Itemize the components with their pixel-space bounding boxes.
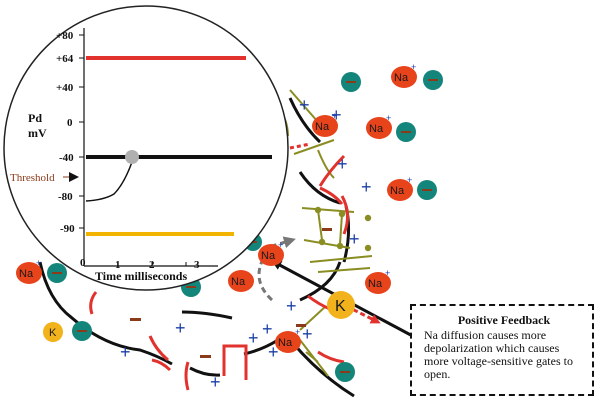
svg-text:K: K (335, 298, 346, 315)
anion (341, 72, 361, 92)
plus-sign: + (120, 342, 131, 362)
sodium-ion: Na+ (275, 327, 301, 353)
svg-text:Na: Na (315, 121, 330, 133)
svg-text:+: + (295, 327, 300, 337)
sodium-ion: Na+ (387, 175, 413, 201)
anion (423, 70, 443, 90)
channel-hinges (314, 206, 372, 252)
anion (72, 321, 92, 341)
sodium-ion: Na+ (258, 240, 284, 266)
plus-sign: + (299, 95, 310, 115)
gate-door (222, 344, 248, 380)
svg-text:Na: Na (278, 337, 293, 349)
potassium-efflux-arrow (345, 304, 381, 324)
potassium-ion-large: K (327, 291, 355, 319)
plus-sign: + (248, 328, 259, 348)
sodium-ion: Na+ (312, 111, 338, 137)
svg-text:+: + (386, 113, 391, 123)
anion (417, 180, 437, 200)
callout-body: Na diffusion causes more depolarization … (424, 328, 573, 381)
x-axis-title: Time milliseconds (95, 269, 187, 283)
plus-sign: + (349, 229, 360, 249)
plus-sign: + (331, 105, 342, 125)
threshold-point (125, 150, 139, 164)
svg-text:+: + (36, 258, 41, 268)
x-tick-label: 3 (194, 259, 200, 271)
y-tick-label: +40 (56, 82, 74, 94)
membrane-potential-graph: +80 +64 +40 0 -40 -80 -90 0 1 2 3 Pd mV … (3, 5, 289, 291)
sodium-channel-arrow (289, 142, 311, 150)
y-tick-label: -80 (58, 191, 73, 203)
sodium-ion: Na (228, 270, 254, 292)
sodium-ion: Na+ (16, 258, 42, 284)
sodium-ion: Na+ (391, 62, 417, 88)
plus-sign: + (268, 342, 279, 362)
threshold-label: Threshold (10, 172, 55, 184)
plus-sign: + (175, 318, 186, 338)
anion (396, 122, 416, 142)
plus-sign: + (262, 319, 273, 339)
svg-text:+: + (411, 62, 416, 72)
sodium-ions: Na+ Na+ Na+ Na+ Na+ Na Na+ Na+ Na+ (16, 62, 417, 353)
graph-lens (3, 5, 289, 291)
y-tick-label: +80 (56, 30, 74, 42)
depolarization-curve (85, 161, 133, 202)
plus-sign: + (286, 296, 297, 316)
potassium-ion: K (43, 322, 63, 342)
svg-text:Na: Na (231, 276, 246, 288)
x-axis-ticks (83, 262, 187, 266)
svg-text:Na: Na (394, 72, 409, 84)
potassium-ions: K K (43, 291, 355, 342)
voltage-gated-channels (271, 89, 373, 377)
sodium-ion: Na+ (365, 268, 391, 294)
plus-sign: + (361, 177, 372, 197)
svg-text:+: + (385, 268, 390, 278)
sodium-channel-walls (89, 154, 349, 391)
plus-sign: + (302, 324, 313, 344)
svg-text:+: + (278, 240, 283, 250)
y-axis-title: mV (28, 126, 47, 140)
svg-text:Na: Na (390, 185, 405, 197)
svg-text:Na: Na (368, 278, 383, 290)
svg-text:+: + (332, 111, 337, 121)
y-tick-label: +64 (56, 53, 74, 65)
sodium-ion: Na+ (366, 113, 392, 139)
y-tick-label: -40 (59, 152, 74, 164)
anion (47, 263, 67, 283)
membrane-minus-marks (130, 228, 332, 358)
y-tick-label: -90 (60, 223, 75, 235)
positive-feedback-callout: Positive Feedback Na diffusion causes mo… (410, 304, 594, 396)
y-axis-ticks (79, 34, 84, 229)
y-tick-label: 0 (67, 117, 73, 129)
plus-sign: + (210, 372, 221, 392)
svg-text:Na: Na (369, 123, 384, 135)
anion (335, 362, 355, 382)
callout-title: Positive Feedback (457, 313, 551, 327)
plus-sign: + (337, 154, 348, 174)
svg-text:Na: Na (261, 250, 276, 262)
y-axis-title: Pd (28, 111, 42, 125)
x-tick-label: 1 (115, 259, 121, 271)
x-tick-label: 2 (149, 259, 155, 271)
svg-text:+: + (407, 175, 412, 185)
svg-text:Na: Na (19, 268, 34, 280)
membrane-plus-signs: + + + + + + + + + + + + + (120, 95, 372, 392)
svg-text:K: K (49, 327, 57, 339)
x-tick-label: 0 (80, 257, 86, 269)
